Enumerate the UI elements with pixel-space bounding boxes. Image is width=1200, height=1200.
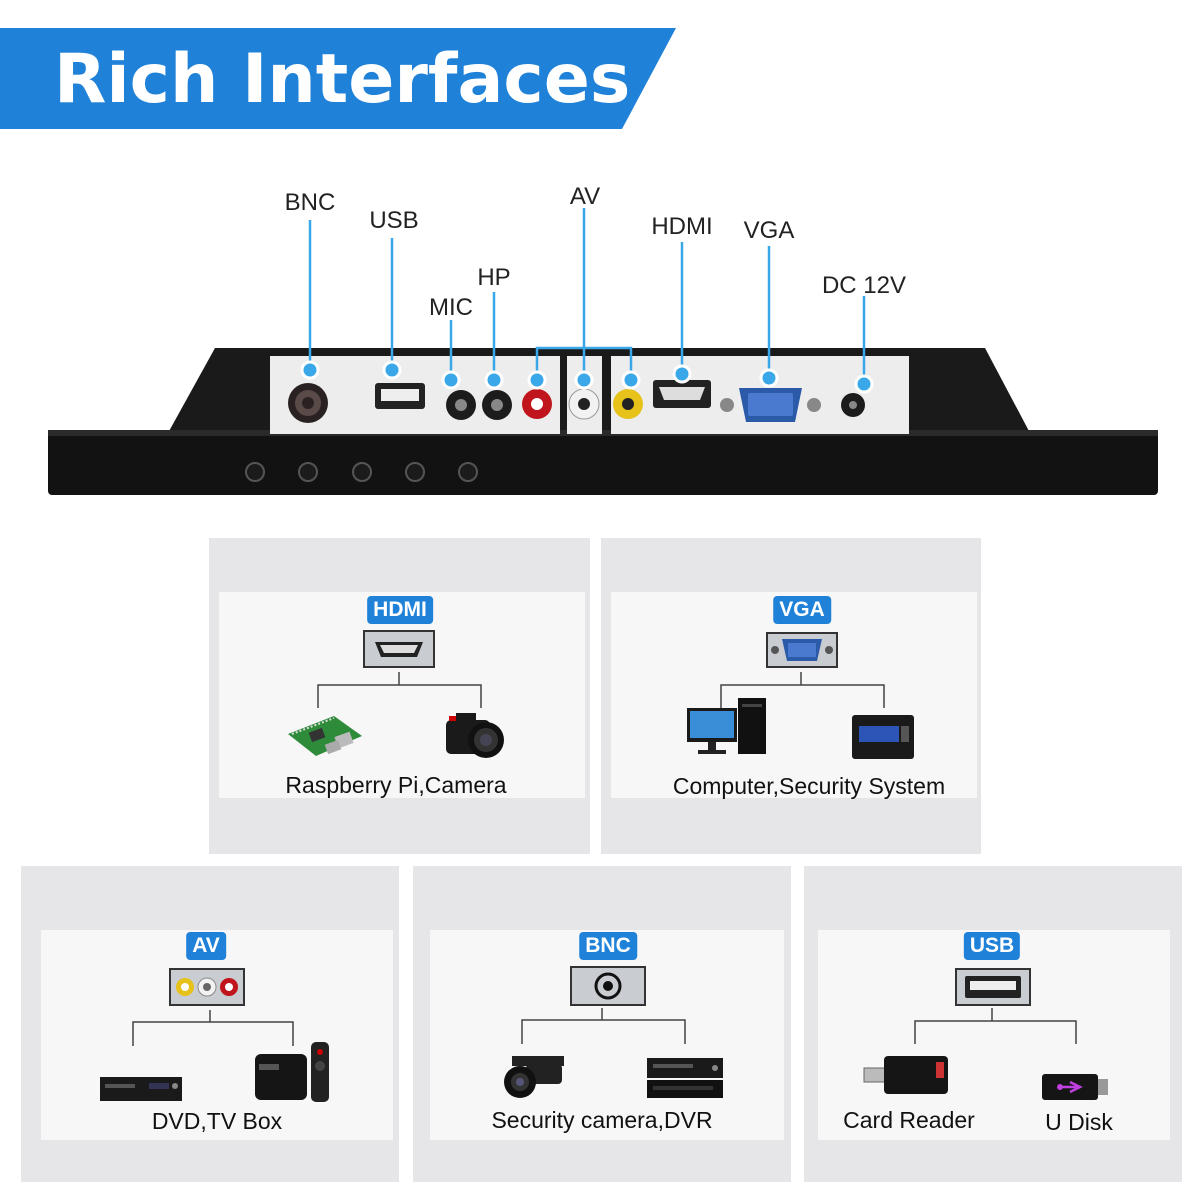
u-disk-icon xyxy=(1040,1070,1110,1104)
port-label-av: AV xyxy=(569,183,601,210)
usb-caption-card-reader: Card Reader xyxy=(843,1107,975,1133)
menu-buttons xyxy=(245,462,478,482)
banner-shape xyxy=(0,28,676,129)
tv-box-icon xyxy=(253,1040,333,1104)
security-system-icon xyxy=(851,714,915,760)
hdmi-tree-lines xyxy=(316,672,486,710)
vga-badge: VGA xyxy=(773,596,831,624)
usb-badge: USB xyxy=(963,932,1021,960)
vga-tree-lines xyxy=(719,672,889,710)
dvd-player-icon xyxy=(99,1076,183,1102)
hdmi-port-icon xyxy=(363,630,435,668)
av-port-icon xyxy=(169,968,245,1006)
bnc-card xyxy=(430,930,784,1140)
hdmi-badge: HDMI xyxy=(367,596,433,624)
vga-caption: Computer,Security System xyxy=(672,773,946,799)
port-label-vga: VGA xyxy=(743,217,795,244)
vga-card xyxy=(611,592,977,798)
port-label-dc: DC 12V xyxy=(821,272,907,299)
raspberry-pi-icon xyxy=(282,712,366,762)
bnc-caption: Security camera,DVR xyxy=(491,1107,713,1133)
usb-card xyxy=(818,930,1170,1140)
title-banner: Rich Interfaces xyxy=(0,28,676,129)
port-label-hdmi: HDMI xyxy=(651,213,713,240)
hdmi-caption: Raspberry Pi,Camera xyxy=(285,772,507,798)
hdmi-card xyxy=(219,592,585,798)
vga-port-icon xyxy=(766,632,838,668)
monitor-back-panel xyxy=(0,150,1200,510)
usb-port-icon xyxy=(955,968,1031,1006)
usb-caption-u-disk: U Disk xyxy=(1045,1109,1113,1135)
page-title: Rich Interfaces xyxy=(54,40,631,119)
av-badge: AV xyxy=(186,932,226,960)
card-reader-icon xyxy=(862,1052,950,1098)
port-label-bnc: BNC xyxy=(284,189,336,216)
av-caption: DVD,TV Box xyxy=(151,1108,283,1134)
monitor-illustration xyxy=(48,208,1158,495)
usb-tree-lines xyxy=(913,1008,1083,1046)
camera-icon xyxy=(444,710,510,760)
bnc-port-icon xyxy=(570,966,646,1006)
security-camera-icon xyxy=(500,1052,566,1100)
bnc-badge: BNC xyxy=(579,932,637,960)
av-tree-lines xyxy=(131,1010,301,1048)
av-card xyxy=(41,930,393,1140)
bnc-tree-lines xyxy=(520,1008,690,1046)
port-label-mic: MIC xyxy=(429,294,473,321)
port-label-hp: HP xyxy=(477,264,511,291)
computer-icon xyxy=(686,696,770,756)
dvr-icon xyxy=(645,1056,725,1100)
port-label-usb: USB xyxy=(369,207,419,234)
